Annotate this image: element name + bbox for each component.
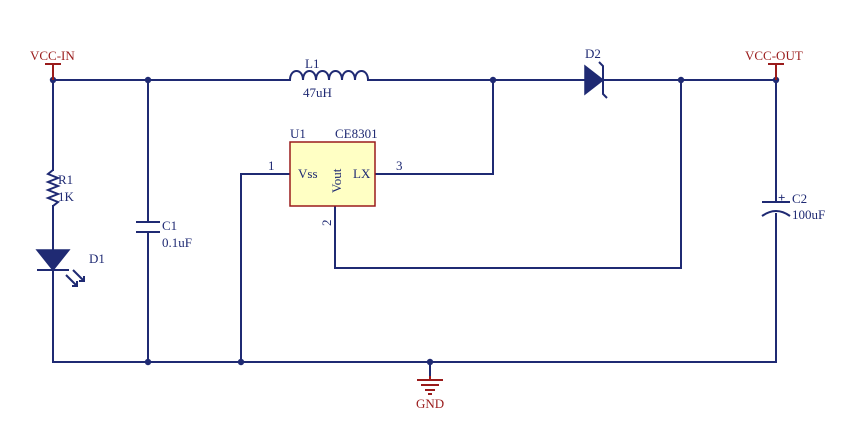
l1-ref: L1 <box>305 56 319 71</box>
junctions <box>49 76 780 366</box>
diode-cathode-icon <box>598 61 608 99</box>
vcc-in-port: VCC-IN <box>30 48 75 80</box>
c2-polarity: + <box>778 190 785 205</box>
d1-ref: D1 <box>89 251 105 266</box>
c1-value: 0.1uF <box>162 235 192 250</box>
c1-ref: C1 <box>162 218 177 233</box>
d2-ref: D2 <box>585 46 601 61</box>
inductor-coil-icon <box>289 70 369 81</box>
resistor-icon <box>45 169 61 207</box>
junction-c1-top <box>144 76 152 84</box>
c2-value: 100uF <box>792 207 825 222</box>
led-d1: D1 <box>35 249 105 287</box>
light-arrowhead-icon <box>72 281 78 287</box>
diode-d2: D2 <box>584 46 608 99</box>
r1-ref: R1 <box>58 172 73 187</box>
l1-value: 47uH <box>303 85 332 100</box>
capacitor-c2: + C2 100uF <box>761 190 825 222</box>
vcc-out-label: VCC-OUT <box>745 48 803 63</box>
u1-part: CE8301 <box>335 126 378 141</box>
junction-gnd <box>426 358 434 366</box>
wires <box>52 79 777 379</box>
ic-body <box>289 141 376 207</box>
led-triangle-icon <box>35 249 71 272</box>
vcc-out-port: VCC-OUT <box>745 48 803 80</box>
pin-lx-name: LX <box>353 166 371 181</box>
ic-u1: U1 CE8301 Vss LX Vout 1 3 2 <box>268 126 403 226</box>
capacitor-curved-plate-icon <box>761 210 791 217</box>
light-arrow-icon <box>72 269 85 282</box>
vcc-in-label: VCC-IN <box>30 48 75 63</box>
diode-triangle-icon <box>584 64 605 96</box>
pin-1-number: 1 <box>268 158 275 173</box>
junction-c1-bottom <box>144 358 152 366</box>
inductor-l1: L1 47uH <box>289 56 369 100</box>
c2-ref: C2 <box>792 191 807 206</box>
ground-symbol: GND <box>416 376 444 411</box>
light-arrow-icon <box>65 274 78 287</box>
pin-vss-name: Vss <box>298 166 318 181</box>
capacitor-c1: C1 0.1uF <box>136 218 192 250</box>
light-arrowhead-icon <box>79 276 85 282</box>
pin-3-number: 3 <box>396 158 403 173</box>
pin-2-number: 2 <box>319 220 334 227</box>
junction-feedback <box>677 76 685 84</box>
r1-value: 1K <box>58 189 75 204</box>
junction-lx <box>489 76 497 84</box>
resistor-r1: R1 1K <box>45 169 75 207</box>
pin-vout-name: Vout <box>329 168 344 193</box>
junction-vss-gnd <box>237 358 245 366</box>
u1-ref: U1 <box>290 126 306 141</box>
gnd-label: GND <box>416 396 444 411</box>
